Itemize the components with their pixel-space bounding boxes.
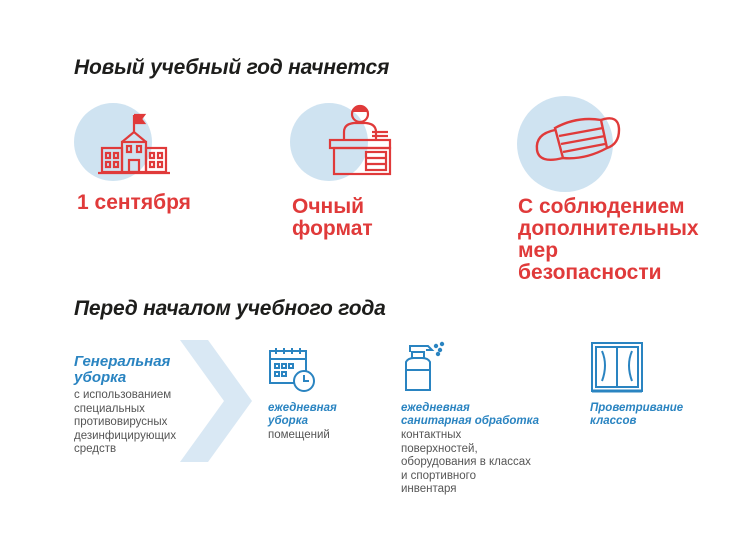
sanitizing-heading: ежедневная санитарная обработка (401, 402, 540, 427)
sanitizing-text: контактных поверхностей, оборудования в … (401, 429, 531, 495)
face-mask-icon (535, 117, 621, 161)
general-cleaning-heading: Генеральная уборка (74, 353, 171, 386)
format-text: Очный формат (292, 195, 373, 240)
daily-cleaning-heading: ежедневная уборка (268, 402, 337, 427)
chevron-arrow-icon (180, 340, 252, 462)
teacher-desk-icon (328, 104, 392, 176)
calendar-clock-icon (269, 348, 315, 392)
school-building-icon (98, 113, 170, 175)
window-icon (591, 342, 643, 393)
ventilation-heading: Проветривание классов (590, 402, 684, 427)
daily-cleaning-text: помещений (268, 429, 330, 441)
spray-bottle-icon (405, 341, 445, 391)
section-title-new-year: Новый учебный год начнется (74, 56, 390, 79)
general-cleaning-text: с использованием специальных противовиру… (74, 389, 177, 455)
safety-measures-text: С соблюдением дополнительных мер безопас… (518, 195, 699, 284)
start-date-text: 1 сентября (77, 191, 191, 214)
section-title-before-year: Перед началом учебного года (74, 297, 386, 320)
